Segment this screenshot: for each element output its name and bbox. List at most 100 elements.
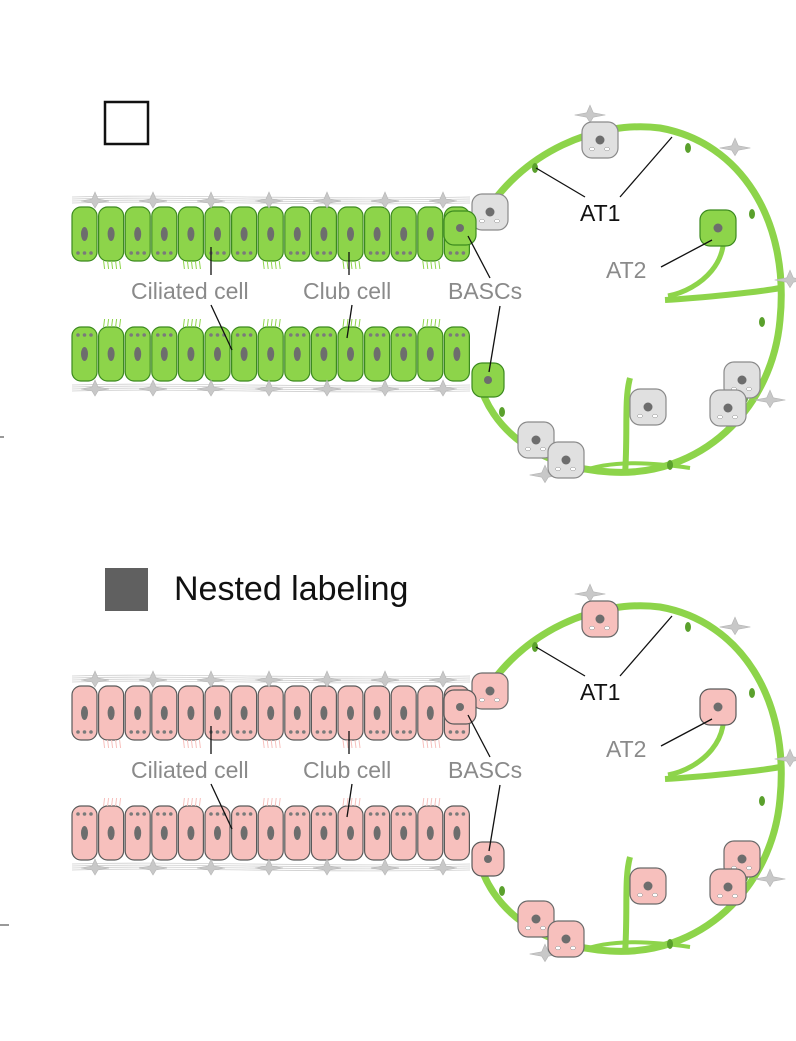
cilium — [350, 260, 353, 270]
at1-nucleus — [749, 688, 755, 698]
cilium — [358, 260, 361, 270]
granule — [248, 812, 253, 816]
nucleus — [107, 347, 115, 361]
granule — [295, 251, 300, 255]
nucleus — [426, 347, 434, 361]
granule — [169, 812, 173, 816]
stromal-cell — [370, 379, 400, 397]
granule — [315, 812, 320, 816]
stromal-cell — [312, 670, 342, 688]
nucleus — [267, 347, 275, 361]
nucleus — [320, 826, 328, 840]
cilium — [350, 318, 353, 328]
at1-nucleus — [499, 886, 505, 896]
cilium — [111, 797, 114, 807]
at1-nucleus — [759, 317, 765, 327]
granule — [162, 333, 167, 337]
granule — [169, 333, 173, 337]
nucleus — [214, 347, 221, 361]
cilium — [350, 797, 353, 807]
lamellar-body — [494, 697, 500, 703]
cilium — [426, 739, 429, 749]
granule — [135, 730, 140, 734]
cilium — [434, 260, 437, 270]
cilium — [266, 739, 269, 749]
granule — [156, 812, 160, 816]
granule — [156, 730, 160, 734]
cilium — [119, 260, 122, 270]
cilium — [422, 318, 425, 328]
cilium — [354, 318, 357, 328]
nucleus — [723, 882, 733, 892]
cilium — [198, 260, 201, 270]
cilium — [438, 739, 441, 749]
cilium — [350, 739, 353, 749]
nucleus — [320, 706, 328, 720]
basement-fiber — [71, 201, 471, 205]
stromal-cell — [196, 858, 226, 876]
at1-nucleus — [532, 163, 538, 173]
cilium — [190, 739, 193, 749]
cilium — [422, 797, 425, 807]
cilium — [115, 318, 118, 328]
stromal-cell — [80, 191, 110, 209]
lamellar-body — [589, 625, 595, 631]
granule — [395, 333, 400, 337]
stromal-cell — [312, 379, 342, 397]
lamellar-body — [570, 466, 576, 472]
granule — [368, 812, 373, 816]
stromal-cell — [254, 191, 284, 209]
nucleus — [134, 227, 142, 241]
cilium — [186, 797, 189, 807]
granule — [302, 333, 306, 337]
nucleus — [484, 376, 492, 384]
at1-nucleus — [759, 796, 765, 806]
cilium — [186, 318, 189, 328]
nucleus — [713, 702, 723, 712]
stromal-cell — [196, 670, 226, 688]
granule — [289, 812, 293, 816]
cilium — [278, 797, 281, 807]
cilium — [422, 260, 425, 270]
granule — [395, 812, 400, 816]
cilium — [103, 739, 106, 749]
cilium — [274, 797, 277, 807]
stromal-cell — [370, 191, 400, 209]
stromal-cell — [254, 858, 284, 876]
lamellar-body — [479, 697, 485, 703]
stromal-cell — [428, 191, 458, 209]
nucleus — [214, 826, 221, 840]
label-ciliated-cell: Ciliated cell — [131, 757, 249, 783]
granule — [448, 730, 453, 734]
nucleus — [456, 703, 464, 711]
granule — [215, 333, 220, 337]
basement-fiber — [71, 868, 471, 872]
nucleus — [81, 347, 88, 361]
nucleus — [373, 347, 381, 361]
nucleus — [240, 347, 248, 361]
granule — [368, 251, 373, 255]
granule — [135, 251, 140, 255]
label-at1: AT1 — [580, 200, 620, 226]
granule — [89, 251, 93, 255]
nucleus — [81, 706, 88, 720]
granule — [222, 730, 226, 734]
cilium — [354, 739, 357, 749]
nucleus — [293, 826, 301, 840]
granule — [408, 251, 413, 255]
cilium — [182, 797, 185, 807]
cilium — [119, 318, 122, 328]
at1-nucleus — [532, 642, 538, 652]
granule — [368, 333, 373, 337]
cilium — [358, 318, 361, 328]
basement-fiber — [71, 195, 471, 199]
cilium — [182, 318, 185, 328]
basement-fiber — [71, 866, 471, 870]
cilium — [182, 260, 185, 270]
nucleus — [267, 826, 275, 840]
granule — [448, 251, 453, 255]
granule — [76, 812, 80, 816]
nucleus — [400, 706, 408, 720]
cilium — [111, 260, 114, 270]
